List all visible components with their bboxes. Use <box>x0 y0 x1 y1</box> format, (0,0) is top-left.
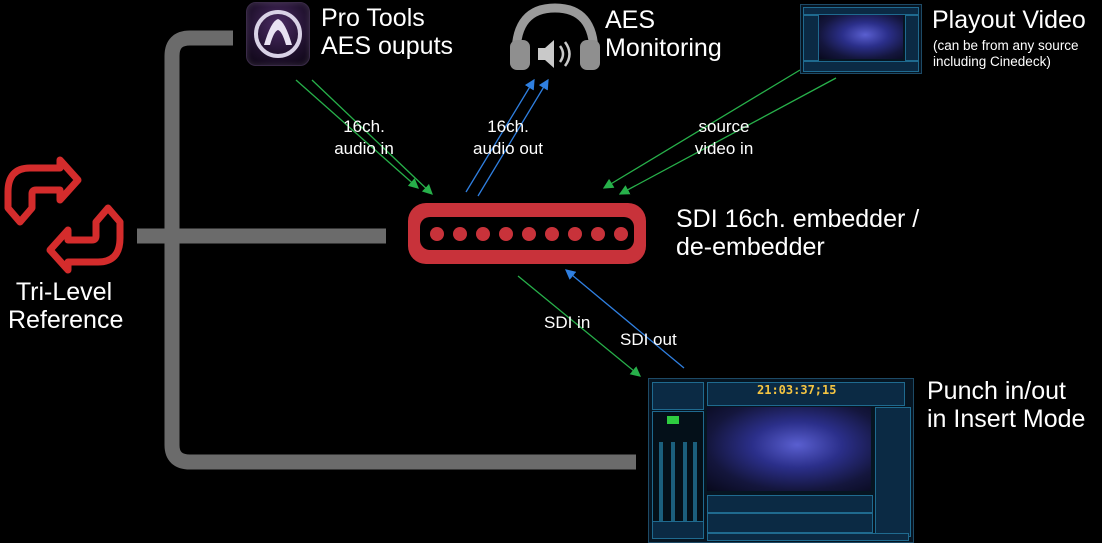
pro-tools-label: Pro Tools AES ouputs <box>321 4 454 60</box>
source-video-arrow-1 <box>602 69 801 189</box>
screen-transport-row-1 <box>707 495 873 513</box>
meter-green <box>667 416 679 424</box>
screen-video-frame <box>707 407 871 491</box>
meter-bar-1 <box>659 442 663 522</box>
headphones-icon <box>510 3 600 70</box>
thumb-video-frame <box>819 15 903 59</box>
audio-out-arrow-1 <box>465 78 535 193</box>
sdi-in-arrow <box>517 275 642 377</box>
sdi-out-label: SDI out <box>620 330 677 349</box>
source-video-arrow-2 <box>618 77 837 195</box>
screen-footer <box>707 533 909 541</box>
aes-monitoring-label: AES Monitoring <box>605 6 722 62</box>
reference-bus <box>164 30 636 470</box>
thumb-left-panel <box>803 15 819 61</box>
punch-in-out-screenshot: 21:03:37;15 <box>648 378 914 543</box>
playout-video-thumbnail <box>800 4 922 74</box>
tri-level-reference-label: Tri-Level Reference <box>8 278 124 334</box>
punch-in-out-label: Punch in/out in Insert Mode <box>927 377 1086 433</box>
playout-video-label: Playout Video <box>932 6 1086 34</box>
pro-tools-icon <box>246 2 310 66</box>
audio-in-label: 16ch. audio in <box>334 117 394 159</box>
screen-footer-left <box>652 521 704 539</box>
screen-header <box>707 382 905 406</box>
tri-level-sync-icon <box>4 156 124 274</box>
meter-bar-3 <box>683 442 687 522</box>
source-video-in-label: source video in <box>694 117 754 159</box>
screen-meters <box>652 411 704 533</box>
sdi-in-label: SDI in <box>544 313 591 332</box>
thumb-header <box>803 7 919 15</box>
sdi-embedder-device <box>408 203 646 264</box>
audio-in-arrow-1 <box>295 79 419 189</box>
screen-timecode: 21:03:37;15 <box>757 383 837 397</box>
screen-channel-buttons <box>652 382 704 410</box>
playout-video-note: (can be from any source including Cinede… <box>933 38 1079 70</box>
embedder-label: SDI 16ch. embedder / de-embedder <box>676 205 920 261</box>
screen-right-panel <box>875 407 911 537</box>
meter-bar-2 <box>671 442 675 522</box>
audio-out-arrow-2 <box>477 78 549 197</box>
thumb-right-panel <box>905 15 919 61</box>
thumb-footer <box>803 61 919 72</box>
audio-in-arrow-2 <box>311 79 433 195</box>
sdi-out-arrow <box>564 269 685 369</box>
audio-out-label: 16ch. audio out <box>473 117 543 159</box>
meter-bar-4 <box>693 442 697 522</box>
screen-transport-row-2 <box>707 513 873 533</box>
